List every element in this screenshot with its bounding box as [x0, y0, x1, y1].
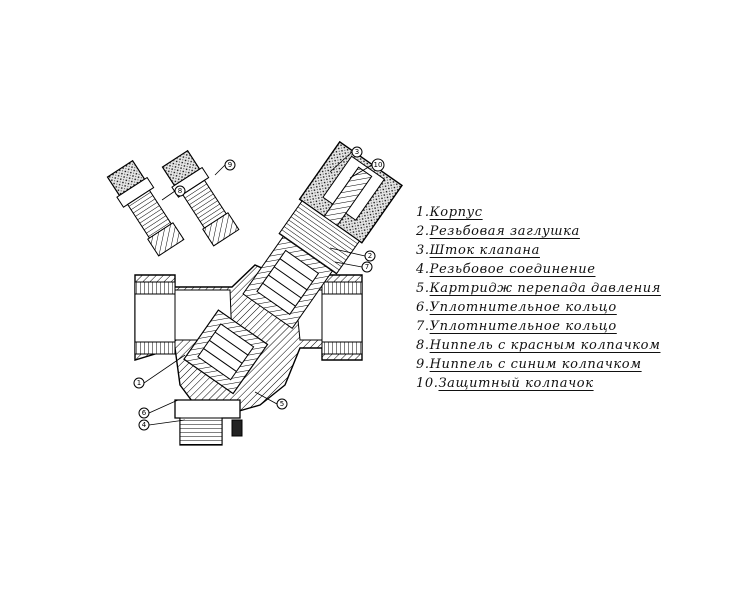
legend-item-8: 8.Ниппель с красным колпачком [416, 336, 661, 355]
legend-label: Шток клапана [429, 243, 540, 258]
legend-label: Уплотнительное кольцо [429, 319, 617, 334]
callout-2-label: 2 [368, 252, 372, 260]
legend-label: Уплотнительное кольцо [429, 300, 617, 315]
callout-10: 10 [349, 158, 385, 179]
legend-number: 2. [416, 224, 430, 239]
legend-item-1: 1.Корпус [416, 203, 661, 222]
parts-legend: 1.Корпус 2.Резьбовая заглушка 3.Шток кла… [416, 203, 661, 393]
legend-item-7: 7.Уплотнительное кольцо [416, 317, 661, 336]
legend-number: 5. [416, 281, 430, 296]
callout-1-label: 1 [137, 379, 141, 387]
callout-7-label: 7 [365, 263, 369, 271]
cartridge-assembly [242, 140, 403, 330]
callout-10-label: 10 [374, 161, 383, 169]
legend-label: Защитный колпачок [438, 376, 594, 391]
callout-7: 7 [334, 261, 373, 273]
legend-item-5: 5.Картридж перепада давления [416, 279, 661, 298]
legend-label: Картридж перепада давления [429, 281, 661, 296]
callout-9: 9 [214, 159, 236, 176]
lower-cartridge [183, 309, 269, 395]
callout-2: 2 [329, 247, 376, 262]
callout-3-label: 3 [355, 148, 359, 156]
callout-6-label: 6 [142, 409, 147, 417]
legend-item-6: 6.Уплотнительное кольцо [416, 298, 661, 317]
right-threaded-port [321, 281, 363, 355]
legend-label: Корпус [429, 205, 483, 220]
legend-item-2: 2.Резьбовая заглушка [416, 222, 661, 241]
callout-1: 1 [133, 354, 186, 389]
callout-9-label: 9 [228, 161, 232, 169]
callout-6: 6 [138, 399, 179, 419]
legend-item-9: 9.Ниппель с синим колпачком [416, 355, 661, 374]
legend-label: Ниппель с красным колпачком [429, 338, 661, 353]
callout-3: 3 [329, 146, 363, 173]
callout-8: 8 [161, 185, 186, 201]
legend-number: 4. [416, 262, 430, 277]
legend-item-4: 4.Резьбовое соединение [416, 260, 661, 279]
legend-number: 9. [416, 357, 430, 372]
legend-number: 7. [416, 319, 430, 334]
legend-number: 6. [416, 300, 430, 315]
callout-8-label: 8 [178, 187, 182, 195]
legend-number: 10. [416, 376, 439, 391]
legend-label: Резьбовое соединение [429, 262, 596, 277]
legend-label: Резьбовая заглушка [429, 224, 580, 239]
nipple-red-cap [106, 159, 185, 257]
legend-number: 8. [416, 338, 430, 353]
left-threaded-port [134, 281, 176, 355]
legend-item-3: 3.Шток клапана [416, 241, 661, 260]
bottom-threaded-plug [174, 399, 243, 446]
callout-5-label: 5 [280, 400, 284, 408]
callout-4: 4 [138, 419, 186, 431]
callout-4-label: 4 [142, 421, 147, 429]
legend-item-10: 10.Защитный колпачок [416, 374, 661, 393]
legend-number: 1. [416, 205, 430, 220]
legend-number: 3. [416, 243, 430, 258]
callout-5: 5 [254, 391, 288, 410]
legend-label: Ниппель с синим колпачком [429, 357, 642, 372]
